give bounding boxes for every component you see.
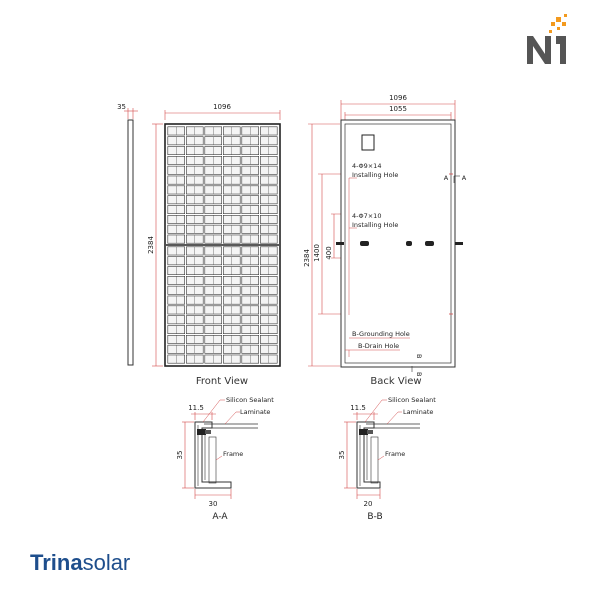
hole-spacing-label: 1400: [313, 244, 321, 262]
aa-silicon-label: Silicon Sealant: [226, 396, 274, 404]
bb-flange-label: 11.5: [350, 404, 366, 412]
back-inner-width-label: 1055: [389, 105, 407, 113]
section-bb: 11.5 35 20 Silicon Sealant Laminate Fram…: [338, 396, 436, 522]
installing-hole-2-label: Installing Hole: [352, 221, 398, 229]
aa-title: A-A: [212, 512, 228, 522]
aa-width-label: 30: [209, 500, 218, 508]
front-width-label: 1096: [213, 103, 231, 111]
section-aa: 11.5 35 30 Silicon Sealant Laminate Fram…: [176, 396, 274, 522]
bb-width-label: 20: [364, 500, 373, 508]
brand-logo: Trinasolar: [30, 550, 130, 575]
aa-flange-label: 11.5: [188, 404, 204, 412]
section-mark-a-right: A: [462, 174, 467, 182]
connector-row: [336, 241, 463, 246]
bb-title: B-B: [367, 512, 382, 522]
bb-silicon-label: Silicon Sealant: [388, 396, 436, 404]
solar-cell-grid: [167, 126, 278, 364]
side-thickness-label: 35: [117, 103, 126, 111]
bb-frame-label: Frame: [385, 450, 405, 458]
brand-name-bold: Trina: [30, 550, 83, 575]
lower-spacing-label: 400: [325, 246, 333, 259]
section-mark-a-left: A: [444, 174, 449, 182]
brand-name-light: solar: [83, 550, 131, 575]
section-mark-b-top: B: [415, 354, 423, 358]
drain-hole-label: B-Drain Hole: [358, 342, 399, 350]
front-view-title: Front View: [196, 376, 248, 387]
bb-laminate-label: Laminate: [403, 408, 433, 416]
aa-height-label: 35: [176, 451, 184, 460]
grounding-hole-label: B-Grounding Hole: [352, 330, 410, 338]
installing-hole-1-label: Installing Hole: [352, 171, 398, 179]
installing-hole-1-spec: 4-Φ9×14: [352, 162, 381, 170]
svg-text:Trinasolar: Trinasolar: [30, 550, 130, 575]
front-view: 1096 2384 Front View: [147, 103, 281, 387]
aa-laminate-label: Laminate: [240, 408, 270, 416]
corner-logo-icon: [527, 14, 567, 64]
section-mark-b-bottom: B: [415, 372, 423, 376]
back-view: 1096 1055 2384 1400 400: [303, 94, 467, 387]
back-height-label: 2384: [303, 249, 311, 267]
aa-frame-label: Frame: [223, 450, 243, 458]
front-height-label: 2384: [147, 236, 155, 254]
back-outer-width-label: 1096: [389, 94, 407, 102]
installing-hole-2-spec: 4-Φ7×10: [352, 212, 381, 220]
back-view-title: Back View: [370, 376, 421, 387]
side-view: 35: [117, 103, 138, 366]
bb-height-label: 35: [338, 451, 346, 460]
